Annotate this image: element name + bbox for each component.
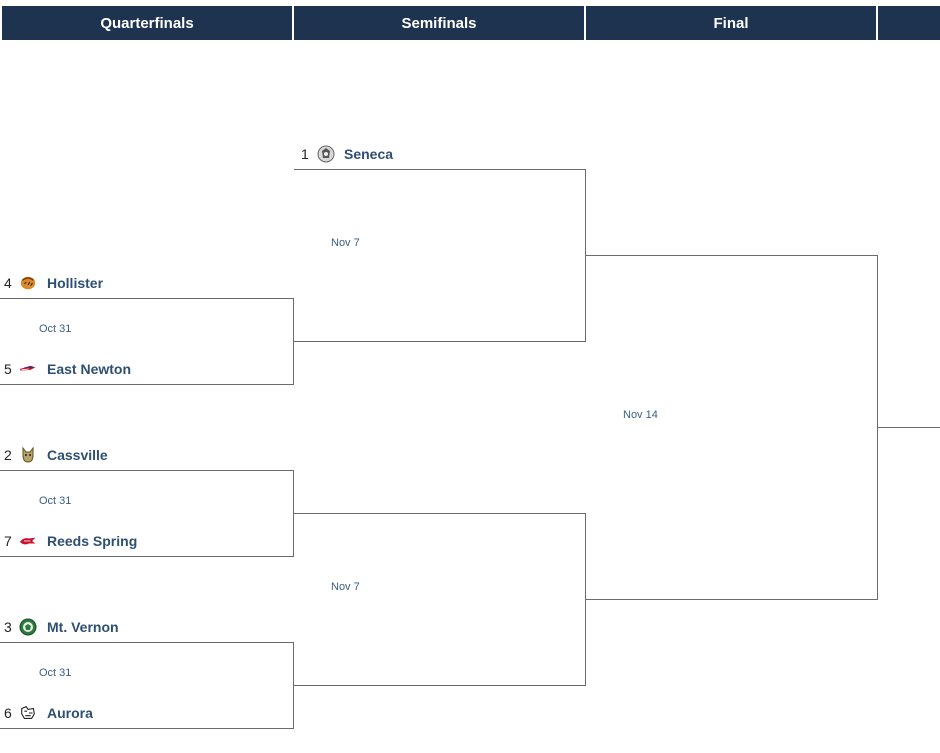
header-champion — [878, 6, 940, 40]
bracket-line — [294, 169, 586, 170]
bracket-line — [293, 298, 294, 385]
bracket-line — [877, 255, 878, 600]
bracket-line — [0, 298, 294, 299]
bracket-line — [294, 513, 586, 514]
mt-vernon-logo-icon — [19, 618, 37, 636]
team-seed: 1 — [301, 146, 309, 162]
game-date: Oct 31 — [39, 495, 72, 507]
reeds-spring-logo-icon — [19, 533, 37, 549]
team-seed: 7 — [4, 533, 12, 549]
team-seed: 3 — [4, 619, 12, 635]
bracket-line — [0, 556, 294, 557]
bracket-line — [294, 341, 586, 342]
team-name-east-newton[interactable]: East Newton — [47, 361, 132, 377]
header-semifinals: Semifinals — [294, 6, 584, 40]
cassville-logo-icon — [19, 446, 37, 463]
team-name-cassville[interactable]: Cassville — [47, 447, 108, 463]
east-newton-logo-icon — [19, 361, 37, 377]
game-date: Oct 31 — [39, 323, 72, 335]
bracket-line — [878, 427, 940, 428]
bracket-line — [585, 169, 586, 342]
bracket-line — [586, 599, 878, 600]
header-quarterfinals: Quarterfinals — [2, 6, 292, 40]
team-name-aurora[interactable]: Aurora — [47, 705, 93, 721]
game-date: Oct 31 — [39, 667, 72, 679]
team-seed: 2 — [4, 447, 12, 463]
team-name-reeds-spring[interactable]: Reeds Spring — [47, 533, 138, 549]
team-name-hollister[interactable]: Hollister — [47, 275, 104, 291]
game-date: Nov 7 — [331, 581, 360, 593]
header-final: Final — [586, 6, 876, 40]
team-name-mt-vernon[interactable]: Mt. Vernon — [47, 619, 119, 635]
bracket-line — [293, 470, 294, 557]
bracket-line — [0, 642, 294, 643]
game-date: Nov 14 — [623, 409, 658, 421]
seneca-logo-icon — [317, 145, 335, 163]
hollister-logo-icon — [19, 275, 37, 291]
bracket-line — [0, 470, 294, 471]
bracket-line — [586, 255, 878, 256]
bracket-line — [585, 513, 586, 686]
team-seed: 5 — [4, 361, 12, 377]
aurora-logo-icon — [19, 705, 37, 721]
bracket-line — [294, 685, 586, 686]
game-date: Nov 7 — [331, 237, 360, 249]
team-seed: 6 — [4, 705, 12, 721]
bracket-line — [293, 642, 294, 729]
team-seed: 4 — [4, 275, 12, 291]
bracket-line — [0, 728, 294, 729]
bracket-line — [0, 384, 294, 385]
team-name-seneca[interactable]: Seneca — [344, 146, 394, 162]
